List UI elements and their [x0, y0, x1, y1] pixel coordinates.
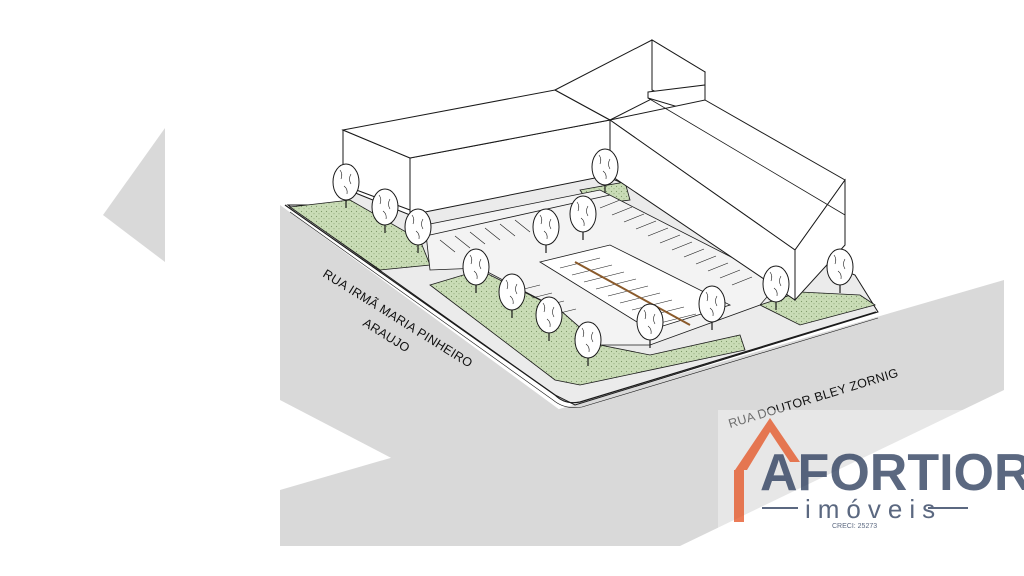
building-wing-end: [794, 178, 846, 302]
road-bley-zornig: [280, 280, 1004, 546]
road-left-upper: [103, 128, 165, 262]
logo-subtitle: imóveis: [805, 494, 942, 524]
parking-stalls: [439, 199, 753, 325]
afortiori-logo: AFORTIORI imóveis CRECI: 25273: [718, 410, 1024, 534]
parking-divider: [574, 261, 691, 326]
grass-strip-left: [288, 199, 431, 271]
parking-island: [538, 244, 732, 331]
curb-line: [284, 204, 877, 404]
logo-creci: CRECI: 25273: [832, 523, 877, 530]
logo-brand: AFORTIORI: [760, 444, 1024, 502]
house-roof-icon: [735, 418, 800, 470]
